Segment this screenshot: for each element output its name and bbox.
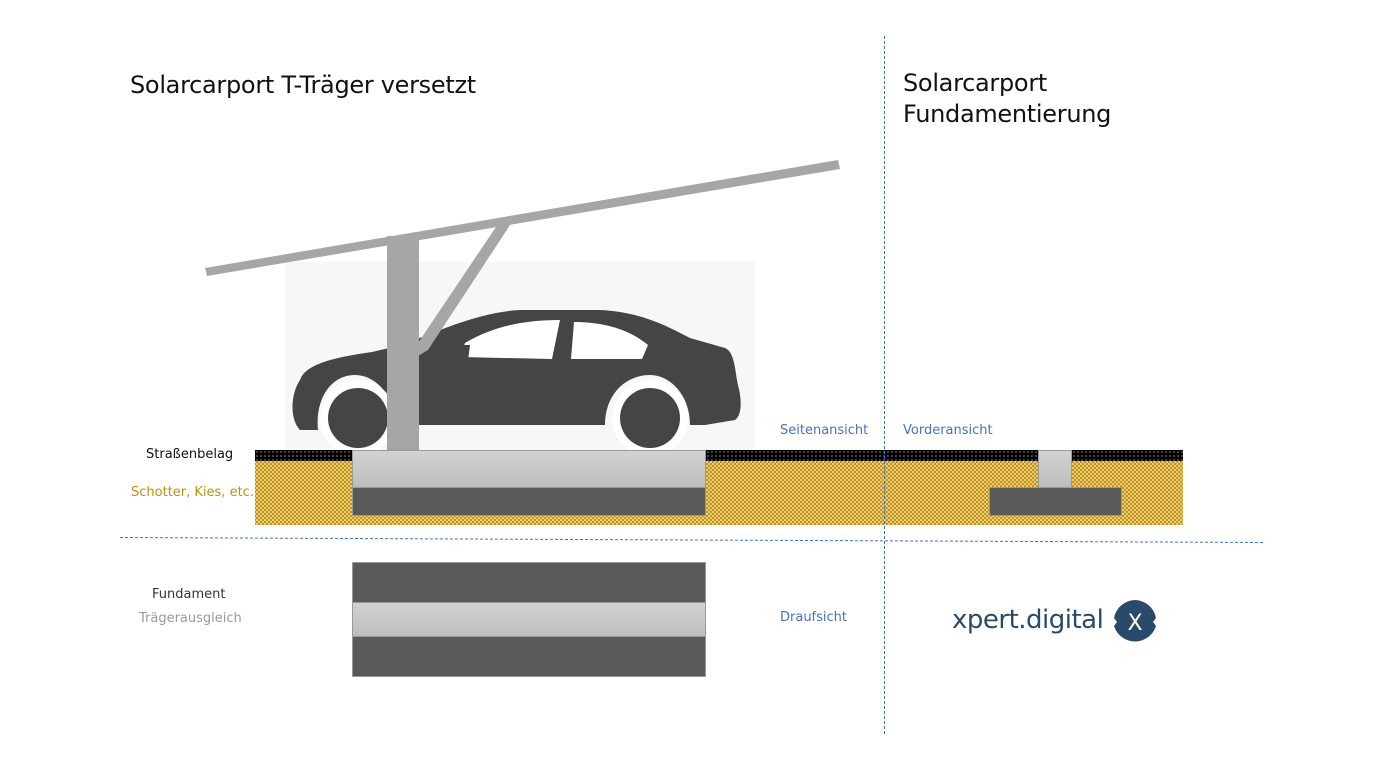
top-foundation-upper: [352, 562, 706, 603]
label-gravel: Schotter, Kies, etc.: [131, 485, 254, 500]
label-top-view: Draufsicht: [780, 610, 848, 625]
top-beam-compensation: [352, 602, 706, 637]
label-road-surface: Straßenbelag: [146, 447, 234, 462]
label-side-view: Seitenansicht: [780, 423, 869, 438]
logo-badge-letter: X: [1128, 611, 1143, 636]
front-foundation: [989, 487, 1122, 516]
road-surface-middle: [706, 450, 1038, 461]
support-post: [387, 236, 419, 452]
logo-text: xpert.digital: [952, 605, 1104, 635]
title-right: Solarcarport Fundamentierung: [903, 69, 1112, 128]
vertical-divider: [884, 36, 885, 734]
x-badge-icon: X: [1111, 598, 1157, 642]
top-foundation-lower: [352, 636, 706, 677]
label-front-view: Vorderansicht: [903, 423, 993, 438]
front-post: [1038, 450, 1072, 488]
side-beam-compensation: [352, 450, 706, 488]
diagonal-strut: [418, 216, 516, 356]
side-foundation: [352, 487, 706, 516]
t-beam-carport-icon: [205, 160, 840, 452]
road-surface-right: [1072, 450, 1183, 461]
label-foundation: Fundament: [152, 587, 226, 602]
label-beam-compensation: Trägerausgleich: [139, 611, 242, 626]
road-surface-left: [255, 450, 352, 461]
xpert-digital-logo: xpert.digital X: [952, 596, 1157, 644]
solar-roof-beam: [205, 160, 840, 276]
title-left: Solarcarport T-Träger versetzt: [130, 71, 476, 99]
